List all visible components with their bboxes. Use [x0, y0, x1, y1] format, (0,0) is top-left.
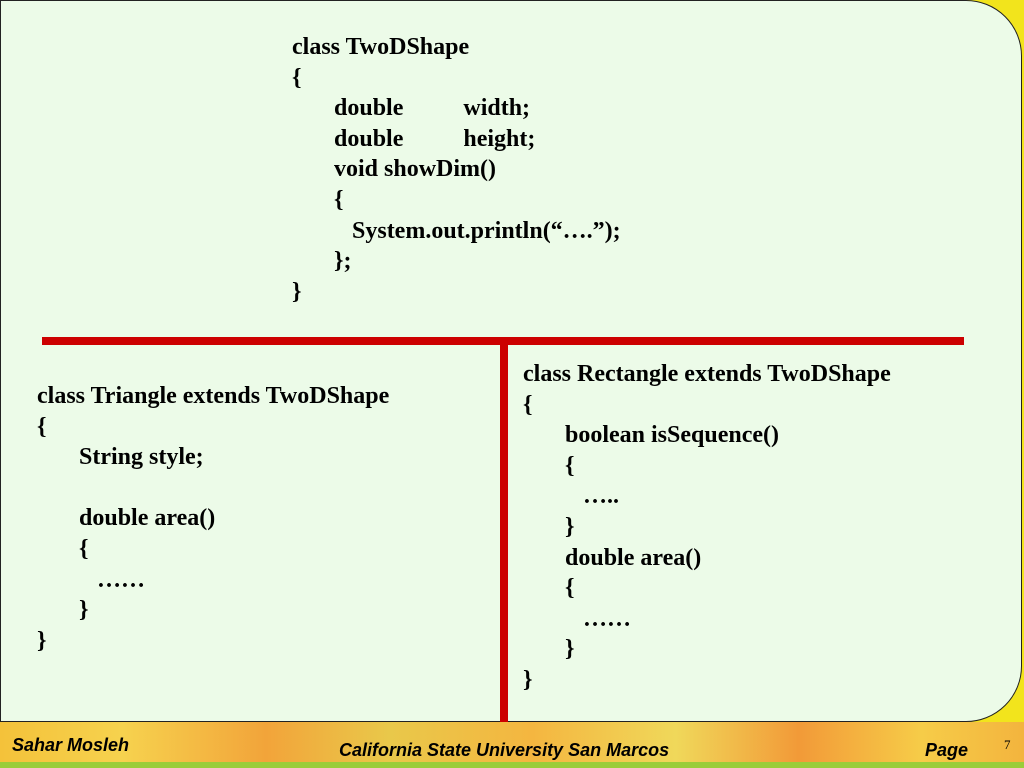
slide-panel: [0, 0, 1022, 722]
footer-university: California State University San Marcos: [339, 740, 670, 760]
code-line: ……: [523, 605, 631, 632]
code-line: class Triangle extends TwoDShape: [37, 383, 390, 409]
footer-author: Sahar Mosleh: [12, 735, 130, 755]
code-line: }: [523, 513, 575, 540]
code-line: };: [292, 248, 352, 275]
code-line: double height;: [292, 125, 536, 152]
code-line: }: [523, 636, 575, 663]
code-line: ……: [37, 566, 145, 593]
vertical-divider: [500, 337, 508, 735]
code-line: }: [292, 278, 302, 305]
code-line: String style;: [37, 444, 204, 471]
code-line: System.out.println(“….”);: [292, 217, 621, 244]
footer-page-label: Page: [925, 740, 969, 760]
code-line: {: [37, 413, 47, 440]
code-line: class TwoDShape: [292, 34, 470, 60]
code-line: {: [292, 186, 344, 213]
code-block-twodshape: class TwoDShape { double width; double he…: [292, 32, 621, 307]
footer-page-number: 7: [1004, 737, 1011, 752]
code-line: {: [292, 64, 302, 91]
code-line: double width;: [292, 95, 531, 122]
footer-banner: [0, 722, 1024, 768]
code-line: {: [523, 391, 533, 418]
code-line: boolean isSequence(): [523, 422, 780, 449]
code-block-triangle: class Triangle extends TwoDShape { String…: [37, 381, 389, 656]
code-line: }: [523, 666, 533, 693]
code-line: {: [523, 575, 575, 602]
code-block-rectangle: class Rectangle extends TwoDShape { boole…: [523, 359, 891, 696]
code-line: {: [523, 452, 575, 479]
code-line: void showDim(): [292, 156, 497, 183]
code-line: double area(): [37, 505, 216, 532]
code-line: double area(): [523, 544, 702, 571]
code-line: }: [37, 597, 89, 624]
code-line: }: [37, 627, 47, 654]
code-line: …..: [523, 483, 619, 510]
footer-bar: [0, 762, 1024, 768]
code-line: class Rectangle extends TwoDShape: [523, 361, 891, 387]
code-line: {: [37, 535, 89, 562]
code-line: [37, 473, 389, 504]
